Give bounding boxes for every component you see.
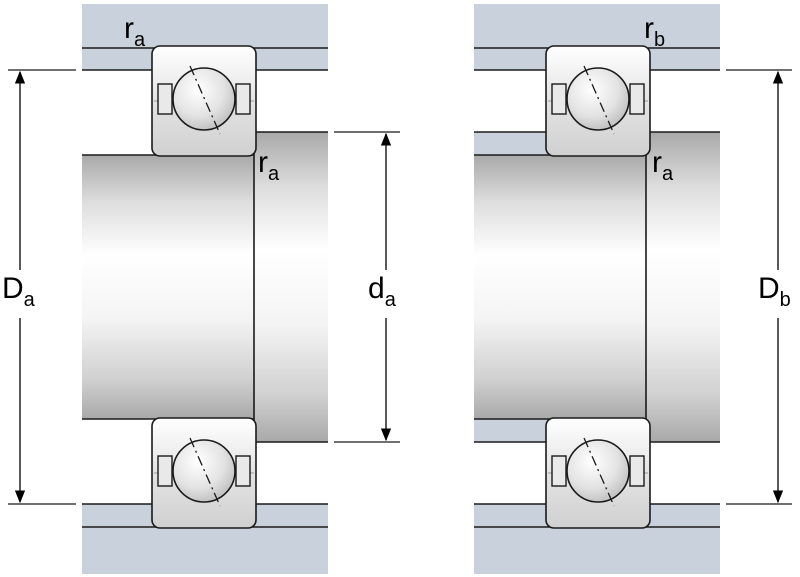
label-ra-left-top: ra: [124, 12, 146, 51]
right-shaft-shoulder: [646, 132, 720, 442]
left-arrangement: [8, 4, 400, 574]
right-bearing-top: [545, 45, 651, 157]
right-shaft: [474, 155, 646, 419]
left-shaft-shoulder: [254, 132, 328, 442]
label-rb-right-top: rb: [644, 12, 665, 51]
label-da: da: [368, 272, 397, 311]
label-Da: Da: [2, 272, 36, 311]
left-shaft: [82, 155, 254, 419]
left-bearing-bottom: [151, 417, 257, 529]
right-arrangement: [474, 4, 792, 574]
label-ra-right-shoulder: ra: [652, 146, 674, 185]
label-ra-left-shoulder: ra: [258, 146, 280, 185]
label-Db: Db: [758, 272, 791, 311]
left-bearing-top: [151, 45, 257, 157]
right-bearing-bottom: [545, 417, 651, 529]
